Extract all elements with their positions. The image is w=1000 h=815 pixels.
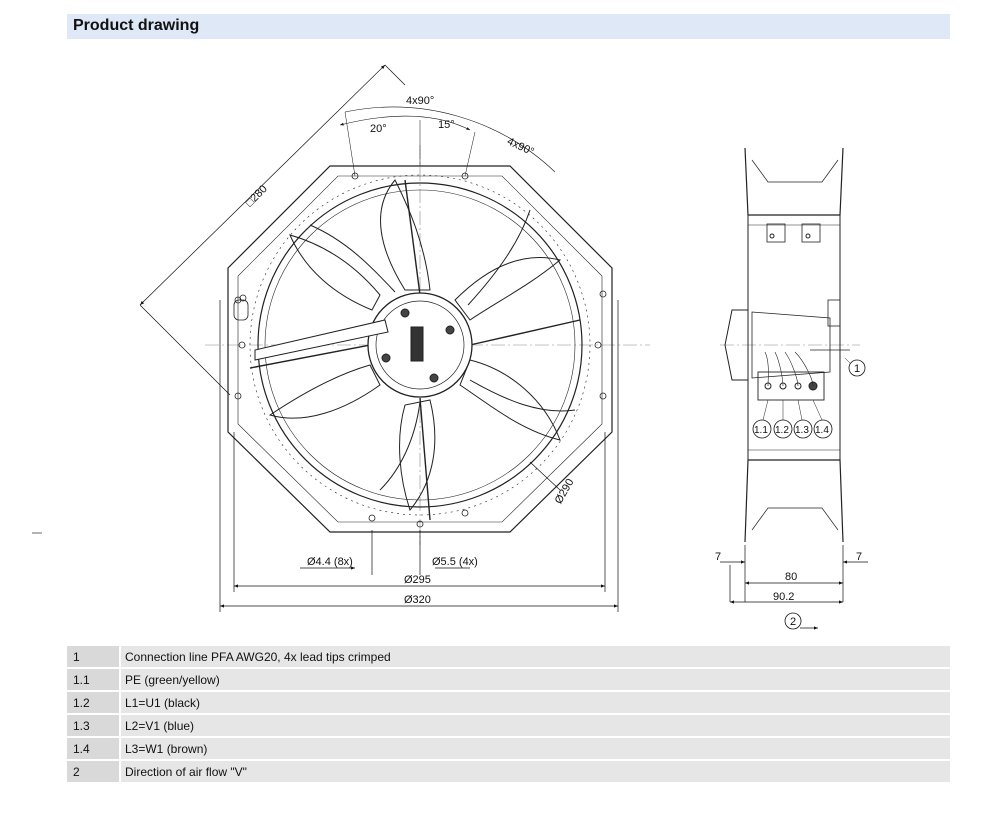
legend-number: 1 [67, 646, 119, 667]
legend-description: Connection line PFA AWG20, 4x lead tips … [121, 646, 950, 667]
dim-side-90-2: 90.2 [773, 591, 794, 603]
dim-angle-4x90-right: 4x90° [505, 136, 536, 159]
legend-number: 1.2 [67, 692, 119, 713]
connection-cable [254, 319, 389, 361]
callout-1: 1 [854, 363, 860, 375]
section-header: Product drawing [67, 14, 950, 39]
fan-ring [257, 182, 583, 508]
legend-row: 1.1 PE (green/yellow) [67, 669, 950, 690]
legend-row: 1 Connection line PFA AWG20, 4x lead tip… [67, 646, 950, 667]
dim-angle-20: 20° [370, 123, 387, 135]
legend-row: 1.4 L3=W1 (brown) [67, 738, 950, 759]
legend-table: 1 Connection line PFA AWG20, 4x lead tip… [67, 646, 950, 784]
dim-square-280: □280 [244, 183, 270, 209]
legend-description: L2=V1 (blue) [121, 715, 950, 736]
dim-angle-15: 15° [438, 119, 455, 131]
callout-2: 2 [790, 616, 796, 628]
legend-row: 2 Direction of air flow "V" [67, 761, 950, 782]
legend-description: L3=W1 (brown) [121, 738, 950, 759]
legend-description: Direction of air flow "V" [121, 761, 950, 782]
struts [249, 179, 581, 521]
dim-hole-55: Ø5.5 (4x) [432, 556, 478, 568]
callout-1-4: 1.4 [815, 425, 829, 436]
section-title: Product drawing [73, 17, 200, 34]
side-dimensions [720, 545, 868, 630]
dim-angle-4x90-top: 4x90° [406, 95, 434, 107]
callouts [752, 359, 866, 630]
dim-side-7-right: 7 [856, 551, 862, 563]
legend-number: 2 [67, 761, 119, 782]
legend-description: L1=U1 (black) [121, 692, 950, 713]
side-view [720, 147, 860, 543]
dim-side-7-left: 7 [715, 551, 721, 563]
legend-row: 1.3 L2=V1 (blue) [67, 715, 950, 736]
callout-1-2: 1.2 [775, 425, 789, 436]
dim-dia-320: Ø320 [404, 594, 431, 606]
callout-1-1: 1.1 [754, 425, 768, 436]
legend-number: 1.4 [67, 738, 119, 759]
fan-housing-outline [227, 165, 613, 533]
legend-number: 1.3 [67, 715, 119, 736]
legend-number: 1.1 [67, 669, 119, 690]
dim-dia-295: Ø295 [404, 574, 431, 586]
legend-row: 1.2 L1=U1 (black) [67, 692, 950, 713]
legend-description: PE (green/yellow) [121, 669, 950, 690]
front-view [205, 145, 650, 545]
front-dimensions [139, 64, 619, 612]
dim-dia-290: Ø290 [553, 477, 577, 506]
dim-side-80: 80 [785, 571, 797, 583]
callout-1-3: 1.3 [795, 425, 809, 436]
fan-technical-drawing: □280 4x90° 20° 15° 4x90° Ø290 Ø4.4 (8x) … [32, 64, 868, 630]
dim-hole-44: Ø4.4 (8x) [307, 556, 353, 568]
